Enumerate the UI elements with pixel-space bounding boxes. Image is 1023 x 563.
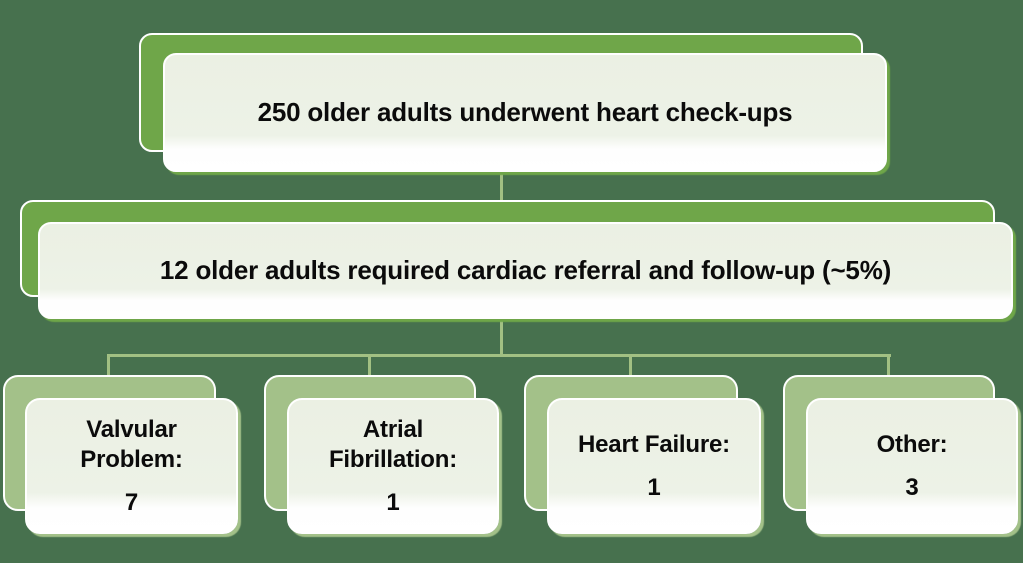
child-node-afib-label: Atrial Fibrillation:	[328, 416, 458, 474]
level2-node-label: 12 older adults required cardiac referra…	[159, 255, 892, 285]
connector-drop-child-3	[629, 354, 632, 378]
connector-root-to-level2	[500, 165, 503, 210]
level2-node: 12 older adults required cardiac referra…	[38, 222, 1013, 319]
child-node-heart-failure-label: Heart Failure:	[578, 431, 730, 459]
connector-level2-stub	[500, 314, 503, 357]
connector-drop-child-2	[368, 354, 371, 378]
connector-horizontal-bus	[107, 354, 891, 357]
child-node-valvular-label: Valvular Problem:	[80, 416, 183, 474]
child-node-valvular-value: 7	[124, 489, 139, 517]
root-node: 250 older adults underwent heart check-u…	[163, 53, 887, 172]
child-node-afib: Atrial Fibrillation: 1	[287, 398, 499, 534]
child-node-other: Other: 3	[806, 398, 1018, 534]
root-node-label: 250 older adults underwent heart check-u…	[257, 97, 793, 127]
child-node-afib-value: 1	[386, 489, 400, 517]
child-node-other-label: Other:	[876, 431, 948, 459]
connector-drop-child-1	[107, 354, 110, 378]
child-node-valvular: Valvular Problem: 7	[25, 398, 238, 534]
connector-drop-child-4	[887, 354, 890, 378]
child-node-heart-failure: Heart Failure: 1	[547, 398, 761, 534]
child-node-other-value: 3	[905, 474, 919, 502]
child-node-heart-failure-value: 1	[647, 474, 661, 502]
